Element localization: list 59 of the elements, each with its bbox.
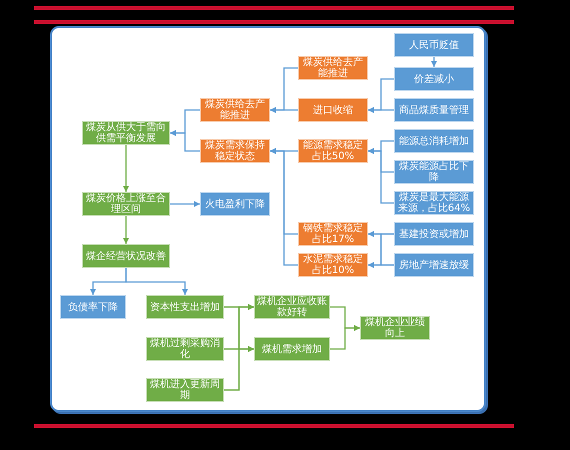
box-text: 煤机企业业绩向上 [364,317,426,339]
process-box [298,139,368,163]
box-text: 煤炭价格上涨至合理区间 [85,193,167,215]
box-text: 煤炭供给去产能推进 [204,99,266,121]
box-text: 煤炭供给去产能推进 [302,57,364,79]
box-text: 火电盈利下降 [205,198,265,210]
box-text: 价差减小 [414,74,454,84]
process-box [60,295,126,319]
box-text: 商品煤质量管理 [399,104,469,116]
box-text: 煤机企业应收账款好转 [257,296,327,318]
connector-arrow [170,201,200,207]
process-box [200,139,270,163]
box-text: 煤机需求增加 [262,344,322,354]
box-text: 能源总消耗增加 [399,136,469,146]
process-box [394,98,474,122]
box-text: 煤炭能源占比下降 [398,161,470,183]
process-box [200,192,270,216]
box-text: 人民币贬值 [409,40,459,50]
process-box [394,67,474,91]
connector-arrow [170,130,200,152]
process-box [298,222,368,246]
box-text: 煤炭是最大能源来源，占比64% [397,192,471,214]
process-box [298,253,368,277]
process-box [298,56,368,80]
box-text: 钢铁需求稳定占比17% [302,223,364,245]
box-text: 负债率下降 [68,302,118,312]
box-text: 煤炭需求保持稳定状态 [204,140,266,162]
connector-arrow [270,107,298,113]
process-box [82,244,170,268]
connector-arrow [368,148,394,204]
box-text: 煤机过剩采购消化 [149,338,221,360]
connector-arrow [330,325,360,350]
connector-arrow [123,216,129,244]
box-text: 煤机进入更新周期 [149,379,221,401]
process-box [200,98,270,122]
process-box [254,337,330,361]
box-text: 房地产增速放缓 [399,260,469,270]
box-text: 进口收缩 [313,104,353,116]
connector-arrow [368,107,394,113]
process-box [146,295,224,319]
box-text: 资本性支出增加 [150,302,220,312]
process-box [298,98,368,122]
box-text: 水泥需求稳定占比10% [302,254,364,276]
box-text: 基建投资或增加 [399,228,469,240]
box-text: 煤企经营状况改善 [86,250,166,262]
connector-arrow [224,346,254,391]
connector-arrow [368,262,394,268]
box-text: 能源需求稳定占比50% [302,140,364,162]
connector-arrow [431,57,437,67]
connector-arrow [270,148,298,266]
box-text: 煤炭从供大于需向供需平衡发展 [85,122,167,144]
process-box [394,129,474,153]
process-box [394,160,474,184]
process-box [394,33,474,57]
process-box [394,253,474,277]
connector-arrow [125,268,188,295]
process-box [394,222,474,246]
connector-arrow [123,145,129,192]
process-box [360,316,430,340]
